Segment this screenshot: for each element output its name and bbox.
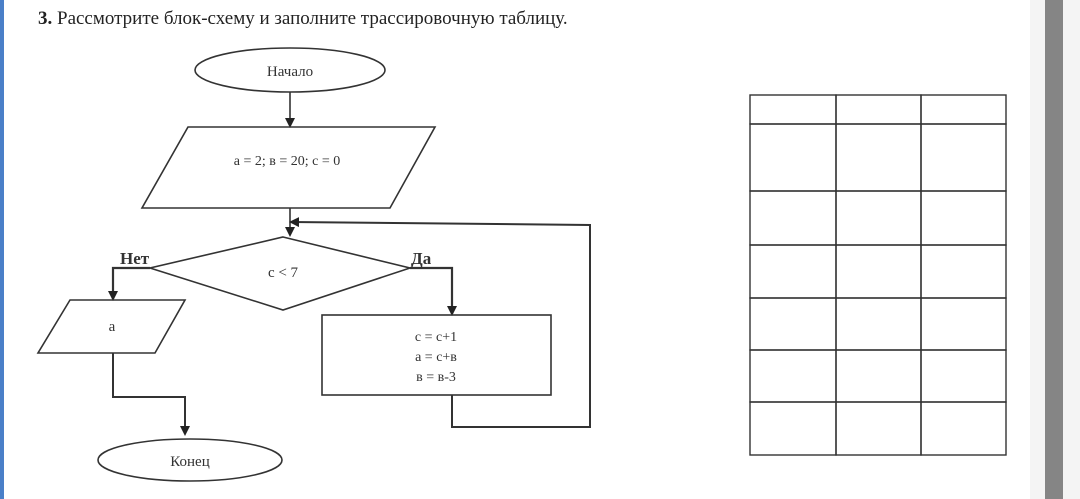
trace-table-cell xyxy=(749,401,837,456)
process-block xyxy=(321,314,552,396)
task-number: 3. xyxy=(38,8,53,29)
end-terminal xyxy=(97,438,283,482)
trace-table xyxy=(749,94,1007,456)
trace-table-cell xyxy=(835,190,922,246)
trace-table-cell xyxy=(749,297,837,351)
trace-table-cell xyxy=(749,349,837,403)
trace-table-cell xyxy=(749,190,837,246)
input-label: a = 2; в = 20; c = 0 xyxy=(234,154,341,169)
trace-table-cell xyxy=(920,244,1007,299)
trace-table-cell xyxy=(920,401,1007,456)
trace-table-cell xyxy=(749,123,837,192)
trace-table-cell xyxy=(835,401,922,456)
trace-table-cell xyxy=(920,190,1007,246)
trace-table-cell xyxy=(920,94,1007,125)
trace-table-cell xyxy=(749,94,837,125)
scrollbar-thumb[interactable] xyxy=(1045,0,1063,499)
trace-table-cell xyxy=(920,297,1007,351)
condition-block xyxy=(146,236,413,311)
start-label: Начало xyxy=(267,64,313,80)
input-block xyxy=(140,126,437,209)
process-line-1: c = c+1 xyxy=(415,330,457,345)
trace-table-cell xyxy=(835,297,922,351)
trace-table-cell xyxy=(835,349,922,403)
window-edge xyxy=(0,0,4,499)
trace-table-cell xyxy=(920,123,1007,192)
trace-table-cell xyxy=(749,244,837,299)
condition-label: c < 7 xyxy=(268,265,299,281)
end-label: Конец xyxy=(170,454,209,470)
output-block xyxy=(36,299,187,354)
trace-table-cell xyxy=(920,349,1007,403)
trace-table-cell xyxy=(835,244,922,299)
no-label: Нет xyxy=(120,249,150,268)
output-label: a xyxy=(109,319,116,335)
process-line-3: в = в-3 xyxy=(416,370,456,385)
task-heading: 3. Рассмотрите блок-схему и заполните тр… xyxy=(38,8,568,30)
task-text: Рассмотрите блок-схему и заполните трасс… xyxy=(57,8,568,29)
trace-table-cell xyxy=(835,94,922,125)
trace-table-cell xyxy=(835,123,922,192)
process-line-2: a = c+в xyxy=(415,350,457,365)
loop-back-line xyxy=(289,217,591,428)
yes-label: Да xyxy=(411,249,432,268)
